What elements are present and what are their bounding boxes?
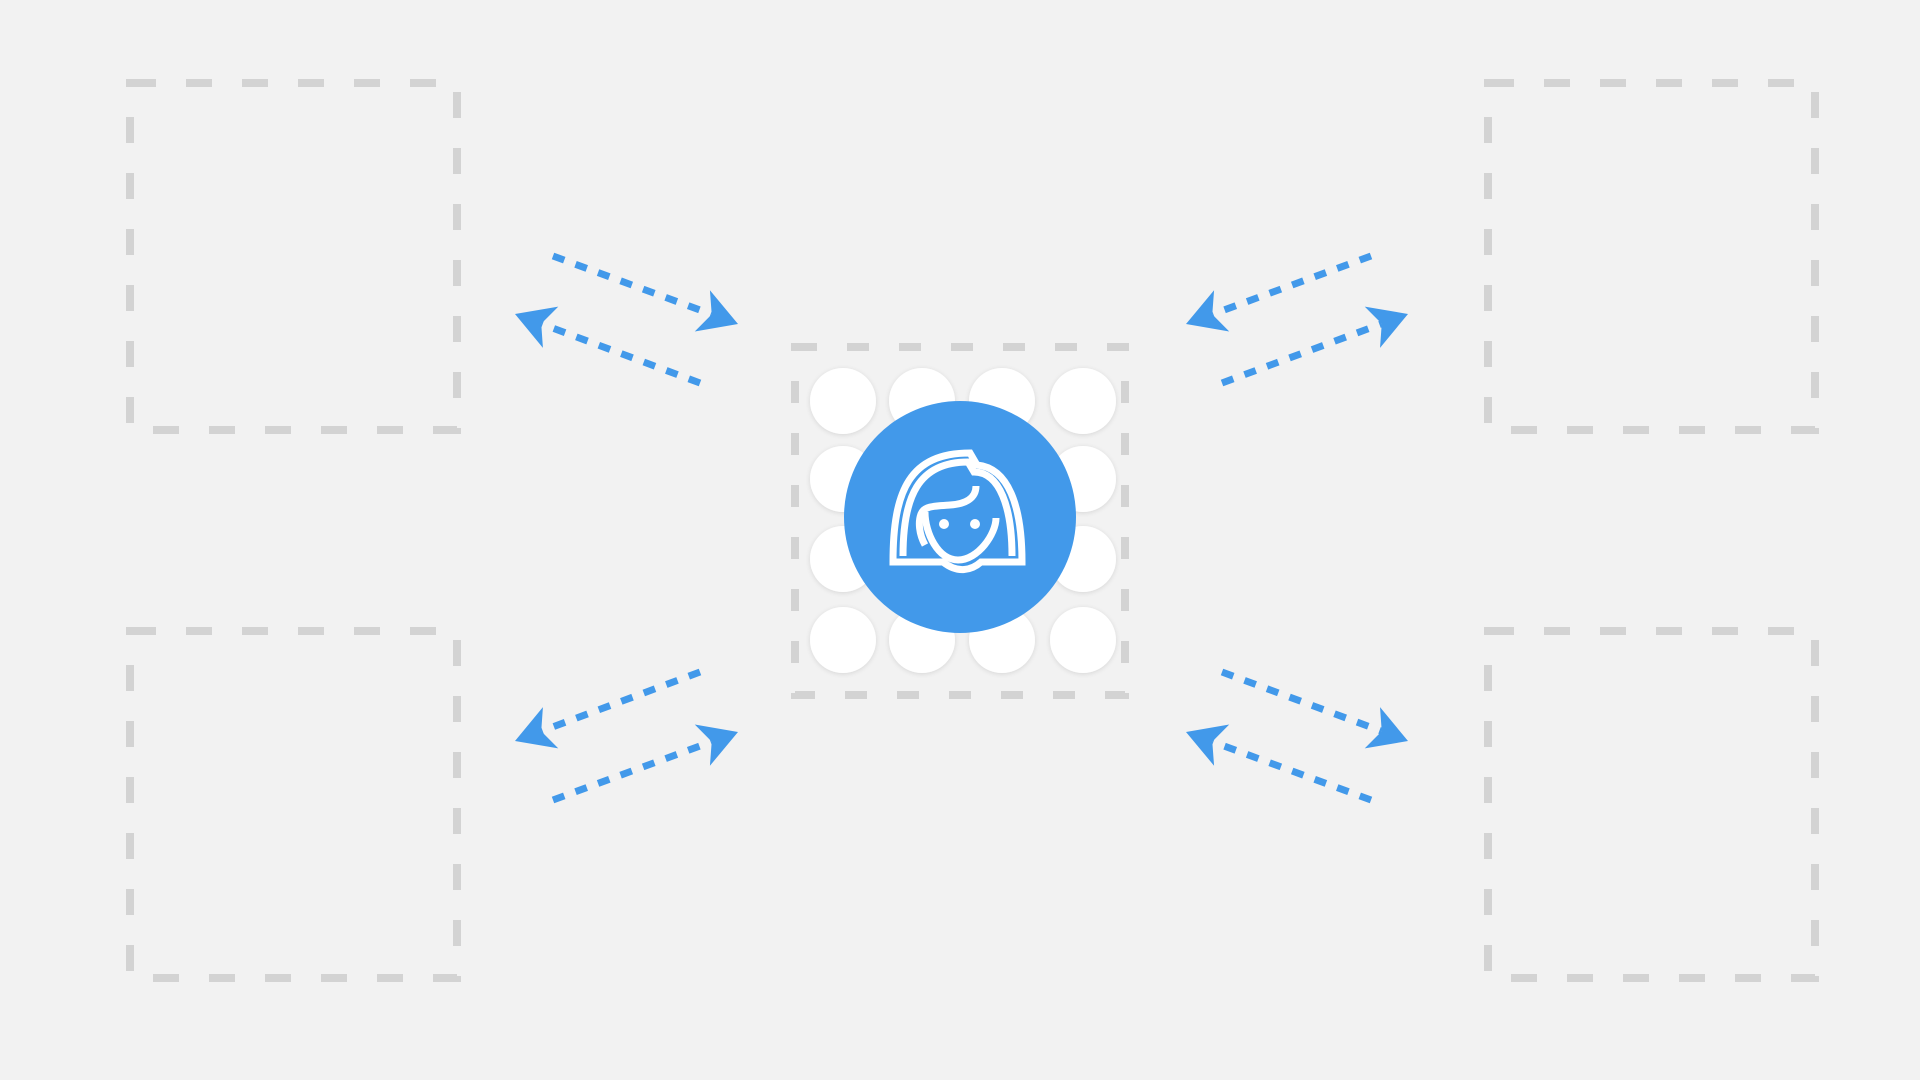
arrow-center-to-top-right-shaft [1220,320,1383,387]
grid-dot [1050,368,1116,434]
central-node [844,401,1076,633]
central-circle [844,401,1076,633]
arrow-center-to-bottom-right [1220,668,1408,749]
arrow-top-right-to-center [1186,252,1373,332]
person-icon [889,449,1026,573]
arrow-top-left-to-center-shaft [551,252,713,318]
arrow-top-left-to-center [551,252,738,332]
right-eye [970,519,980,529]
grid-dot [1050,607,1116,673]
arrow-center-to-bottom-left-head [515,707,559,749]
arrow-center-to-top-right [1220,306,1408,387]
arrow-bottom-left-to-center-shaft [551,738,713,804]
arrow-center-to-bottom-left-shaft [540,668,702,735]
arrow-top-right-to-center-shaft [1211,252,1373,318]
grid-dot [810,368,876,434]
arrow-center-to-bottom-left [515,668,702,749]
arrow-bottom-left-to-center-head [694,724,738,766]
grid-dot [810,607,876,673]
arrow-top-left-to-center-head [694,290,738,332]
arrow-center-to-bottom-right-shaft [1220,668,1383,735]
left-eye [939,519,949,529]
arrow-bottom-right-to-center [1186,724,1373,804]
arrow-center-to-top-right-head [1364,306,1408,348]
arrow-center-to-bottom-right-head [1364,707,1408,749]
center-box [791,343,1129,699]
arrow-center-to-top-left-head [515,306,559,348]
arrow-top-right-to-center-head [1186,290,1230,332]
connection-arrows [515,252,1408,804]
arrow-center-to-top-left-shaft [540,320,702,387]
arrow-center-to-top-left [515,306,702,387]
arrow-bottom-right-to-center-shaft [1211,738,1373,804]
arrow-bottom-left-to-center [551,724,738,804]
arrow-bottom-right-to-center-head [1186,724,1230,766]
